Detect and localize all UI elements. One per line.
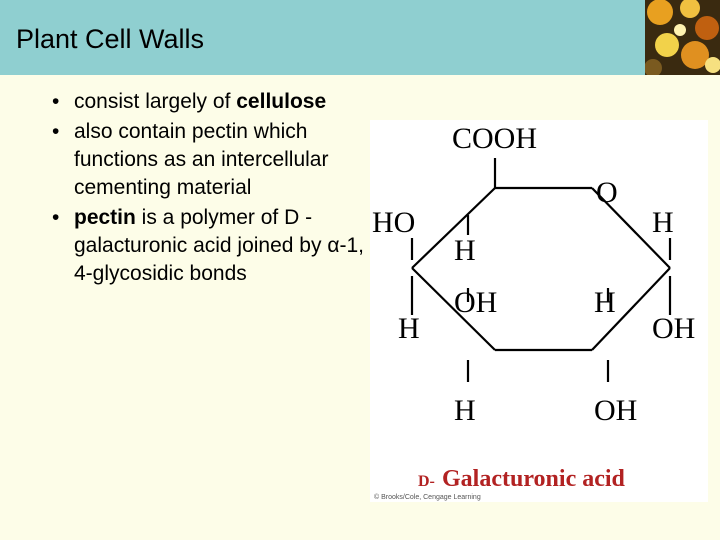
label-oh-inner: OH	[454, 286, 497, 319]
bullet-dot: •	[52, 120, 60, 143]
bullet-text: is a polymer of D -galacturonic acid joi…	[74, 206, 364, 285]
food-photo-icon	[645, 0, 720, 75]
label-h-right-top: H	[652, 206, 674, 239]
label-oh-bottom: OH	[594, 394, 637, 427]
bullet-dot: •	[52, 90, 60, 113]
label-cooh: COOH	[452, 122, 537, 155]
bullet-bold-term: cellulose	[236, 90, 327, 113]
ring-bonds	[410, 158, 672, 382]
haworth-structure-diagram: COOH O HO H H OH H H OH H OH D- Galactur…	[372, 122, 695, 501]
figure-caption: Galacturonic acid	[442, 466, 626, 492]
label-ho-left: HO	[372, 206, 415, 239]
label-oh-right: OH	[652, 312, 695, 345]
label-h-left-bottom: H	[398, 312, 420, 345]
bullet-dot: •	[52, 206, 60, 229]
copyright-note: © Brooks/Cole, Cengage Learning	[374, 493, 481, 501]
label-ring-oxygen: O	[596, 176, 618, 209]
bullet-item: • consist largely of cellulose	[50, 88, 370, 116]
bullet-item: • also contain pectin which functions as…	[50, 118, 370, 202]
caption-prefix: D-	[418, 473, 435, 490]
galacturonic-acid-figure: COOH O HO H H OH H H OH H OH D- Galactur…	[370, 120, 708, 502]
label-h-inner-left: H	[454, 234, 476, 267]
slide-title: Plant Cell Walls	[16, 24, 205, 54]
bullet-list: • consist largely of cellulose • also co…	[50, 88, 370, 290]
bullet-item: • pectin is a polymer of D -galacturonic…	[50, 204, 370, 288]
bullet-text: consist largely of	[74, 90, 231, 113]
label-h-bottom: H	[454, 394, 476, 427]
title-bar: Plant Cell Walls	[0, 0, 720, 75]
label-h-inner-right: H	[594, 286, 616, 319]
bullet-bold-term: pectin	[74, 206, 136, 229]
bullet-text: also contain pectin which functions as a…	[74, 120, 329, 199]
